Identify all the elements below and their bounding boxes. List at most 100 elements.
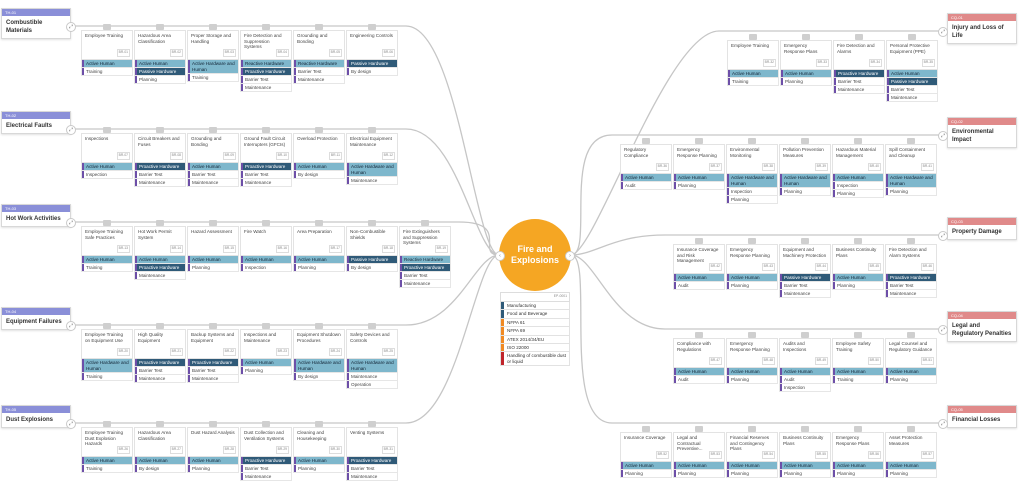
barrier-tag-barrier-test: Barrier Test	[885, 282, 937, 290]
barrier-card[interactable]: Ground Fault Circuit Interrupters (GFCIs…	[240, 127, 292, 187]
expand-icon[interactable]: ⤢	[66, 125, 76, 135]
expand-icon[interactable]: ⤢	[938, 325, 948, 335]
barrier-title: Circuit Breakers and Fuses	[138, 136, 180, 147]
consequence-label: Legal and Regulatory Penalties	[952, 323, 1012, 337]
barrier-card[interactable]: Financial Reserves and Contingency Plans…	[726, 426, 778, 478]
expand-icon[interactable]: ⤢	[938, 231, 948, 241]
barrier-card[interactable]: Legal and Contractual Preventive...BR-53…	[673, 426, 725, 478]
barrier-card[interactable]: Personal Protective Equipment (PPE)BR-35…	[886, 34, 938, 102]
barrier-tag-audit: Audit	[673, 376, 725, 384]
barrier-card[interactable]: Employee Training Dust Explosion Hazards…	[81, 421, 133, 473]
barrier-connector-tab	[315, 421, 323, 427]
barrier-connector-tab	[368, 24, 376, 30]
expand-icon[interactable]: ⤢	[66, 22, 76, 32]
collapse-right-icon[interactable]: ›	[565, 251, 575, 261]
barrier-code: BR-31	[381, 446, 395, 454]
expand-icon[interactable]: ⤢	[66, 321, 76, 331]
expand-icon[interactable]: ⤢	[66, 419, 76, 429]
barrier-title: Emergency Response Plans	[836, 435, 870, 446]
collapse-left-icon[interactable]: ‹	[495, 251, 505, 261]
barrier-code: BR-41	[920, 163, 934, 171]
legend-item-text: Food and Beverage	[507, 311, 548, 317]
barrier-connector-tab	[907, 138, 915, 144]
expand-icon[interactable]: ⤢	[938, 131, 948, 141]
expand-icon[interactable]: ⤢	[938, 27, 948, 37]
expand-icon[interactable]: ⤢	[66, 218, 76, 228]
barrier-connector-tab	[695, 138, 703, 144]
barrier-code: BR-19	[434, 245, 448, 253]
barrier-card[interactable]: Fire Extinguishers and Suppression Syste…	[399, 220, 451, 288]
barrier-tag-planning: Planning	[780, 78, 832, 86]
barrier-tag-planning: Planning	[293, 264, 345, 272]
expand-icon[interactable]: ⤢	[938, 419, 948, 429]
top-event-node[interactable]: Fire and Explosions	[499, 219, 571, 291]
